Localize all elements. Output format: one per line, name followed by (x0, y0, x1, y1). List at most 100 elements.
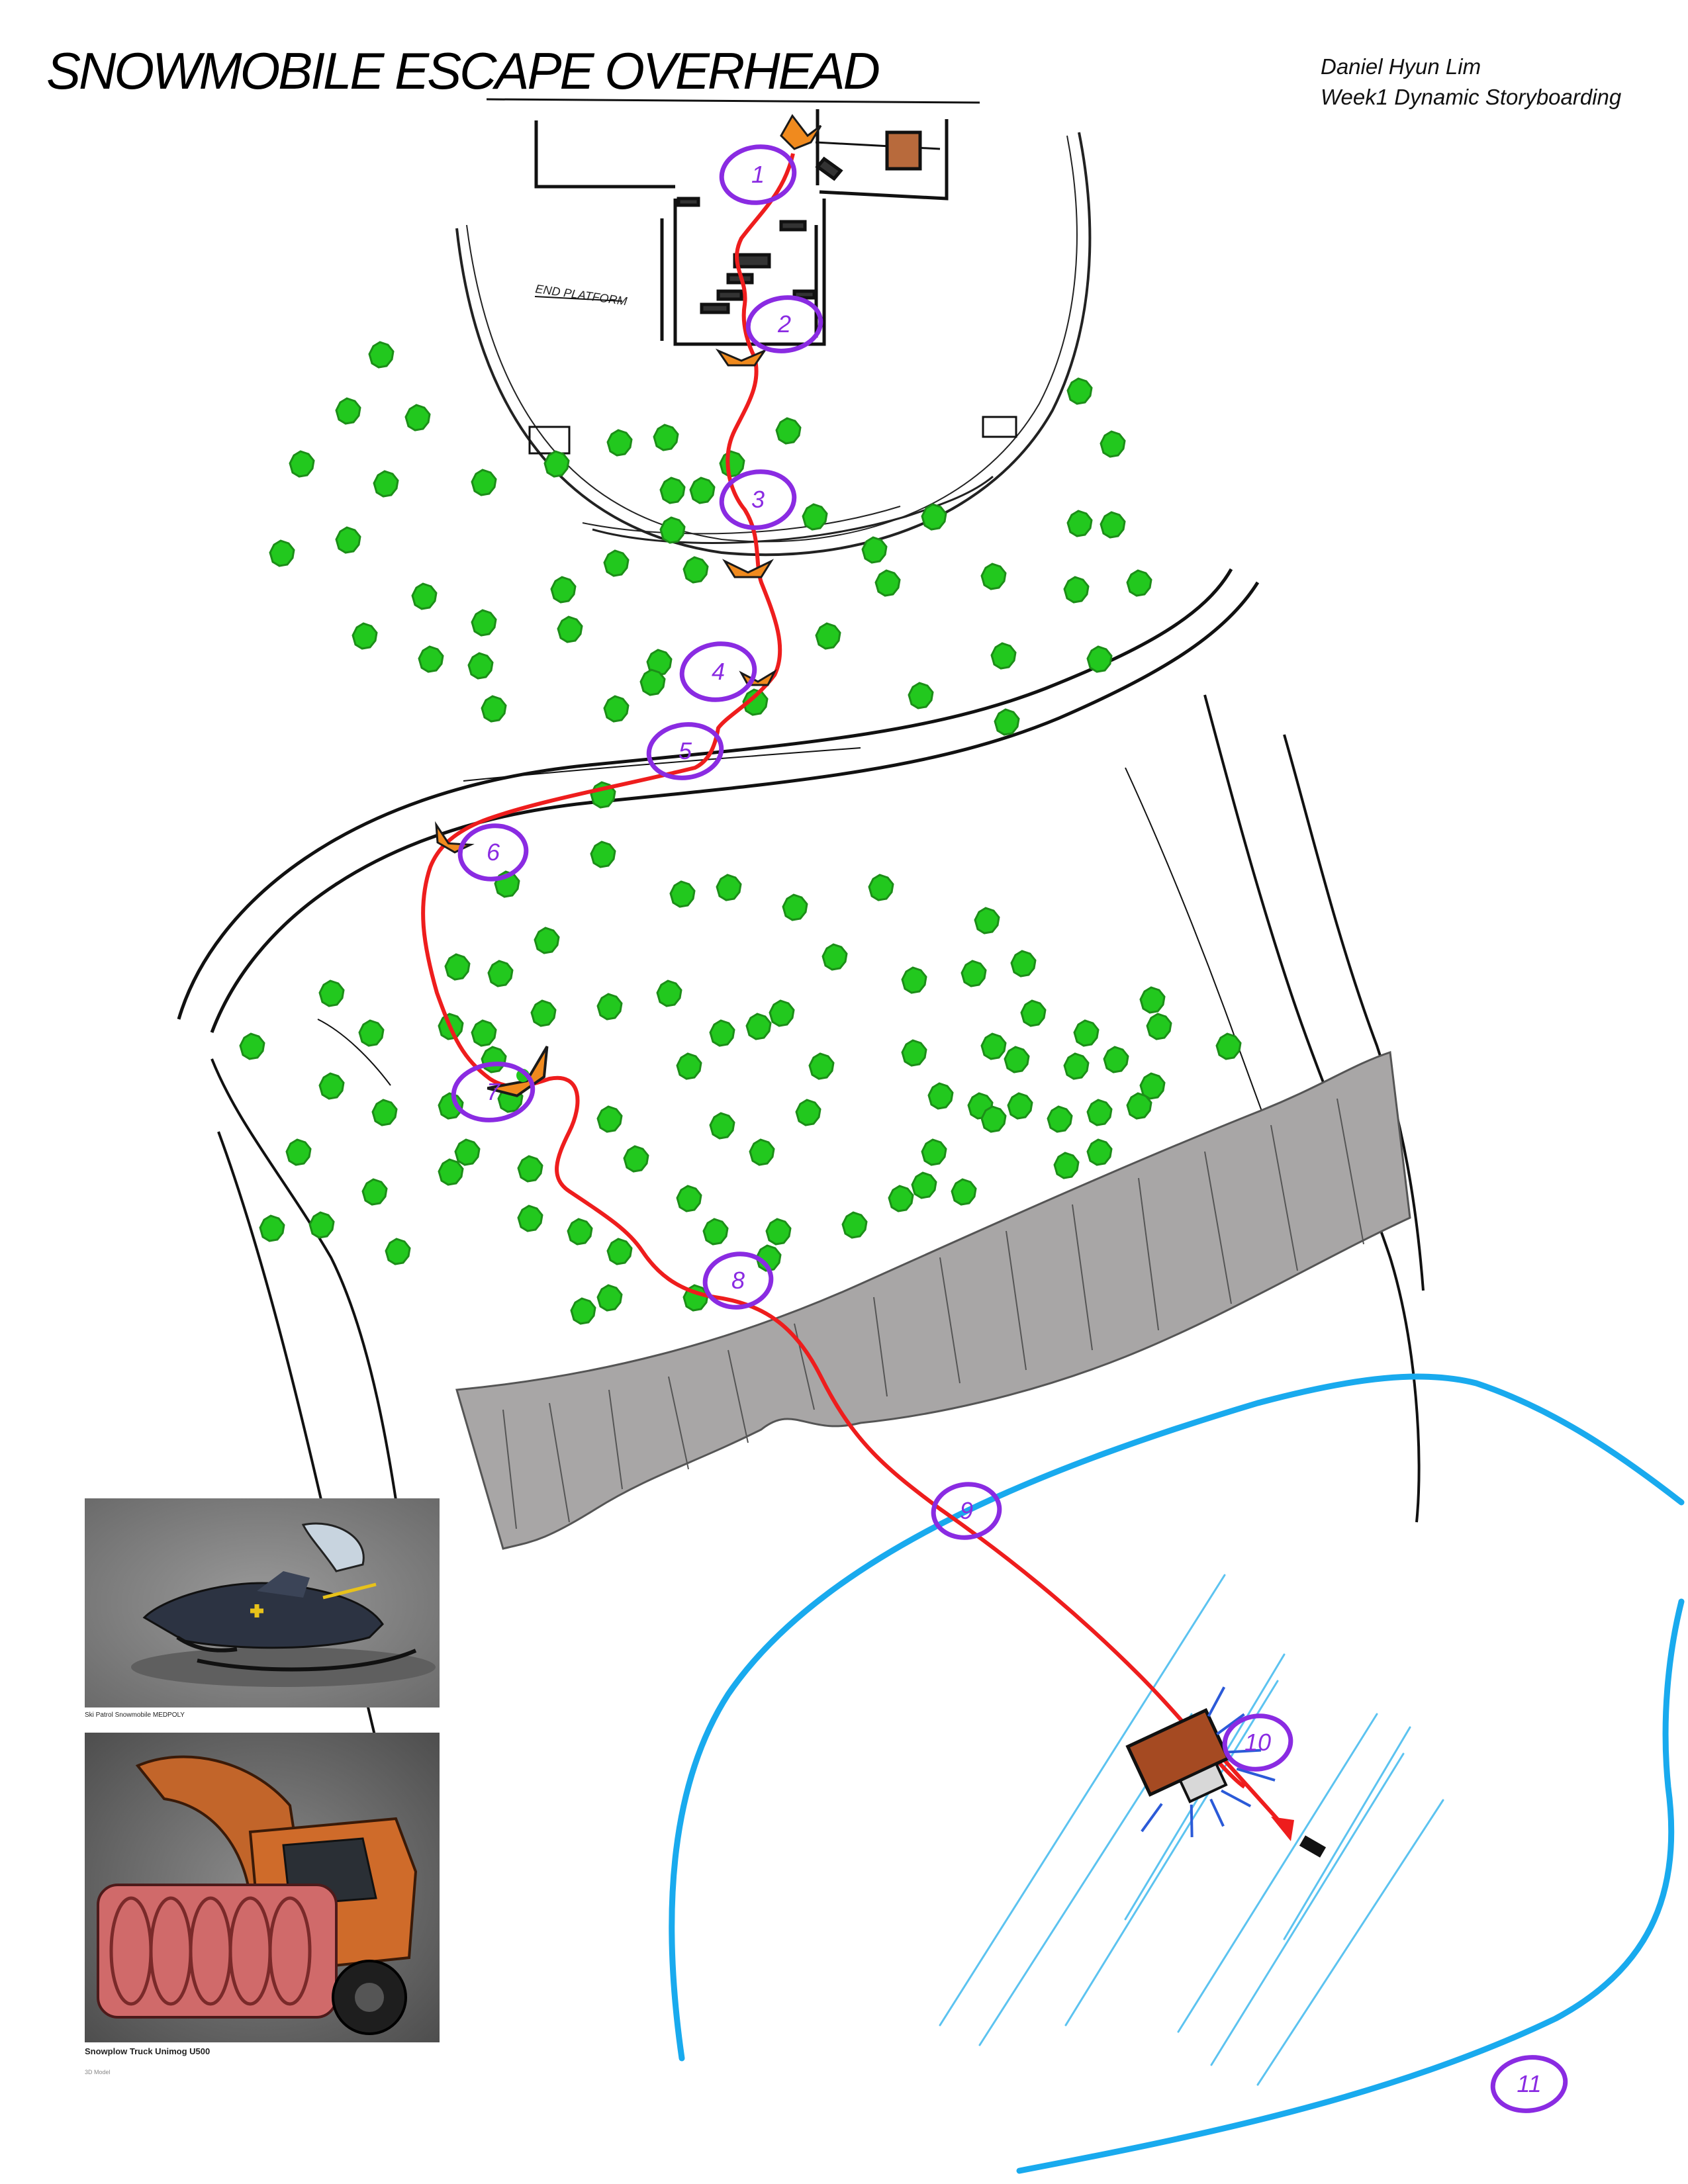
cliff (455, 1050, 1411, 1550)
tree (285, 1138, 312, 1166)
tree (669, 880, 696, 908)
tree (795, 1099, 821, 1126)
scene-marker-ring (679, 641, 757, 702)
scene-marker-ring (745, 295, 823, 353)
tree (782, 893, 808, 921)
tree (1053, 1152, 1080, 1179)
scene-marker-label: 7 (487, 1078, 501, 1105)
scene-marker-label: 4 (712, 658, 725, 685)
scene-marker-ring (1490, 2055, 1568, 2113)
tree (1146, 1013, 1172, 1040)
tree (1066, 510, 1093, 537)
tree (335, 397, 361, 425)
tree (358, 1019, 385, 1047)
tree (534, 927, 560, 954)
building-sketch (486, 98, 1017, 455)
tree (596, 1284, 623, 1312)
tree (335, 526, 361, 554)
tree (911, 1171, 937, 1199)
tree (682, 556, 709, 584)
tree (1139, 1072, 1166, 1100)
tree (901, 966, 927, 994)
tree (742, 688, 769, 716)
scene-marker-label: 10 (1244, 1729, 1271, 1756)
tree (1010, 950, 1037, 978)
tree (1126, 1092, 1152, 1120)
scene-marker-label: 6 (487, 839, 500, 866)
tree (745, 1013, 772, 1040)
tree (318, 1072, 345, 1100)
escape-route (421, 153, 1246, 1789)
tree (550, 576, 577, 604)
tree (368, 341, 395, 369)
tree (361, 1178, 388, 1206)
tree (716, 874, 742, 901)
tree (1086, 645, 1113, 673)
tree (269, 539, 295, 567)
tree (239, 1032, 265, 1060)
tree (352, 622, 378, 650)
scene-marker-label: 5 (679, 737, 692, 764)
author-block: Daniel Hyun Lim Week1 Dynamic Storyboard… (1321, 52, 1621, 113)
tree (994, 708, 1020, 736)
page-title: SNOWMOBILE ESCAPE OVERHEAD (46, 42, 880, 100)
scene-marker-ring (646, 722, 724, 780)
tree (775, 417, 802, 445)
tree (1066, 377, 1093, 405)
tree (709, 1112, 735, 1140)
tree (951, 1178, 977, 1206)
tree (570, 1297, 596, 1325)
tree (1063, 576, 1090, 604)
tree (596, 1105, 623, 1133)
route-arrowhead (1271, 1817, 1294, 1841)
tree (471, 469, 497, 496)
tree (659, 516, 686, 544)
snowplow-caption: Snowplow Truck Unimog U500 (85, 2046, 211, 2056)
tree (1086, 1099, 1113, 1126)
tree (590, 841, 616, 868)
author-name: Daniel Hyun Lim (1321, 54, 1481, 79)
tree (702, 1218, 729, 1246)
tree (1215, 1032, 1242, 1060)
tree (980, 563, 1007, 590)
tree (606, 429, 633, 457)
tree (719, 450, 745, 478)
snowmobile-caption: Ski Patrol Snowmobile MEDPOLY (85, 1711, 185, 1719)
tree (404, 404, 431, 432)
tree (769, 999, 795, 1027)
tree (765, 1218, 792, 1246)
tree (481, 695, 507, 723)
tree (676, 1185, 702, 1212)
tree (1100, 511, 1126, 539)
tree (487, 960, 514, 987)
trees (239, 341, 1242, 1325)
tree (517, 1155, 543, 1183)
tree (308, 1211, 335, 1239)
tree (471, 1019, 497, 1047)
tree (438, 1092, 464, 1120)
tree (921, 503, 947, 531)
tree (841, 1211, 868, 1239)
scene-marker-ring (1222, 1713, 1293, 1772)
tree (438, 1158, 464, 1186)
tree (1004, 1046, 1030, 1073)
scene-marker-label: 9 (960, 1497, 973, 1524)
tree (543, 450, 570, 478)
building-label: END PLATFORM (534, 282, 628, 308)
scene-marker-ring (702, 1251, 774, 1310)
tree (656, 979, 682, 1007)
tree (385, 1238, 411, 1265)
tree (444, 953, 471, 981)
tree (980, 1032, 1007, 1060)
tree (659, 477, 686, 504)
tree (689, 477, 716, 504)
tree (567, 1218, 593, 1246)
snowplow-subcaption: 3D Model (85, 2069, 111, 2075)
tree (454, 1138, 481, 1166)
tree (596, 993, 623, 1021)
tree (815, 622, 841, 650)
tree (471, 609, 497, 637)
tree (676, 1052, 702, 1080)
